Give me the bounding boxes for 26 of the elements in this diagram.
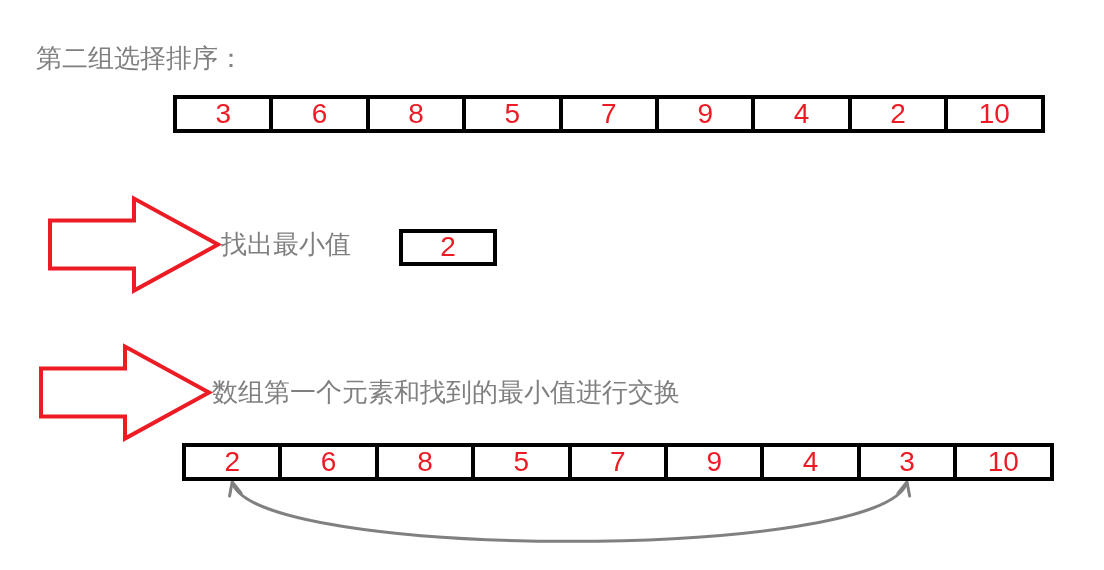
cell-value: 4 [802, 448, 819, 477]
cell-value: 2 [890, 100, 906, 129]
step-text: 找出最小值 [221, 229, 351, 261]
step-text: 数组第一个元素和找到的最小值进行交换 [212, 377, 680, 409]
cell-value: 2 [224, 448, 240, 477]
cell-value: 10 [987, 448, 1019, 477]
cell-value: 6 [311, 100, 328, 129]
cell-value: 7 [601, 100, 617, 129]
cell-value: 10 [978, 100, 1010, 129]
array-cell [399, 229, 497, 266]
cell-value: 8 [417, 448, 433, 477]
cell-value: 9 [706, 448, 722, 477]
cell-value: 3 [899, 448, 915, 477]
cell-value: 7 [610, 448, 626, 477]
cell-value: 5 [504, 100, 521, 129]
cell-value: 4 [793, 100, 810, 129]
cell-value: 3 [215, 100, 231, 129]
cell-value: 8 [408, 100, 424, 129]
cell-value: 9 [697, 100, 713, 129]
block-arrow [48, 195, 223, 294]
cell-value: 6 [320, 448, 337, 477]
cell-value: 2 [440, 233, 456, 262]
swap-arrow [230, 480, 909, 543]
block-arrow [39, 343, 214, 442]
heading: 第二组选择排序： [36, 43, 244, 75]
cell-value: 5 [513, 448, 530, 477]
